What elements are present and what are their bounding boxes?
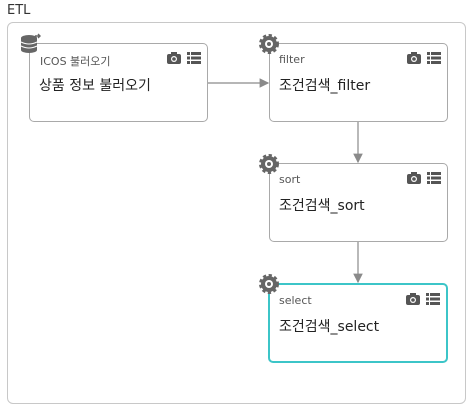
node-type-label: select — [279, 294, 312, 307]
node-sort[interactable]: sort 조건검색_sort — [269, 163, 448, 242]
list-icon[interactable] — [427, 172, 441, 184]
node-type-label: filter — [279, 53, 305, 66]
node-name: 상품 정보 불러오기 — [39, 78, 151, 94]
list-icon[interactable] — [187, 52, 201, 64]
node-type-label: sort — [279, 173, 301, 186]
node-icos-import[interactable]: ICOS 불러오기 상품 정보 불러오기 — [29, 43, 208, 122]
list-icon[interactable] — [427, 52, 441, 64]
camera-icon[interactable] — [407, 52, 421, 64]
node-name: 조건검색_sort — [279, 198, 365, 214]
list-icon[interactable] — [426, 293, 440, 305]
gear-icon — [259, 274, 279, 294]
database-import-icon — [20, 33, 41, 53]
gear-icon — [259, 154, 279, 174]
node-filter[interactable]: filter 조건검색_filter — [269, 43, 448, 122]
group-title: ETL — [7, 3, 31, 18]
node-name: 조건검색_select — [279, 319, 380, 335]
etl-group-container — [7, 22, 466, 404]
camera-icon[interactable] — [406, 293, 420, 305]
node-name: 조건검색_filter — [279, 78, 371, 94]
gear-icon — [259, 34, 279, 54]
camera-icon[interactable] — [407, 172, 421, 184]
node-type-label: ICOS 불러오기 — [40, 55, 111, 68]
camera-icon[interactable] — [167, 52, 181, 64]
node-select[interactable]: select 조건검색_select — [268, 283, 448, 363]
